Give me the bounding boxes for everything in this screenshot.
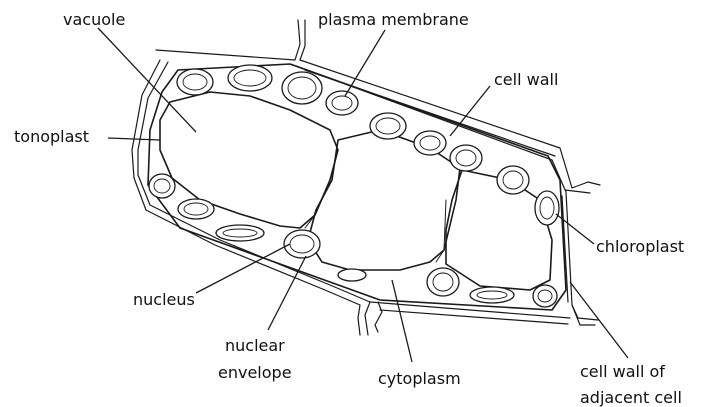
leader-chloroplast xyxy=(556,214,594,244)
labels: vacuole plasma membrane cell wall tonopl… xyxy=(14,10,684,407)
leader-cytoplasm xyxy=(392,280,412,362)
cell-wall xyxy=(132,20,600,335)
label-nuclear-envelope-line2: envelope xyxy=(218,363,292,382)
label-plasma-membrane: plasma membrane xyxy=(318,10,469,29)
label-tonoplast: tonoplast xyxy=(14,127,89,146)
chloroplasts xyxy=(149,65,559,307)
label-adjacent-wall-line1: cell wall of xyxy=(580,362,665,381)
tonoplast xyxy=(160,92,552,290)
label-cell-wall: cell wall xyxy=(494,70,558,89)
label-vacuole: vacuole xyxy=(63,10,125,29)
label-cytoplasm: cytoplasm xyxy=(378,369,461,388)
label-chloroplast: chloroplast xyxy=(596,237,684,256)
leader-adjacent-wall xyxy=(570,282,628,358)
label-adjacent-wall-line2: adjacent cell xyxy=(580,388,682,407)
label-nucleus: nucleus xyxy=(133,290,195,309)
leader-plasma-membrane xyxy=(345,30,385,96)
label-nuclear-envelope-line1: nuclear xyxy=(225,336,285,355)
